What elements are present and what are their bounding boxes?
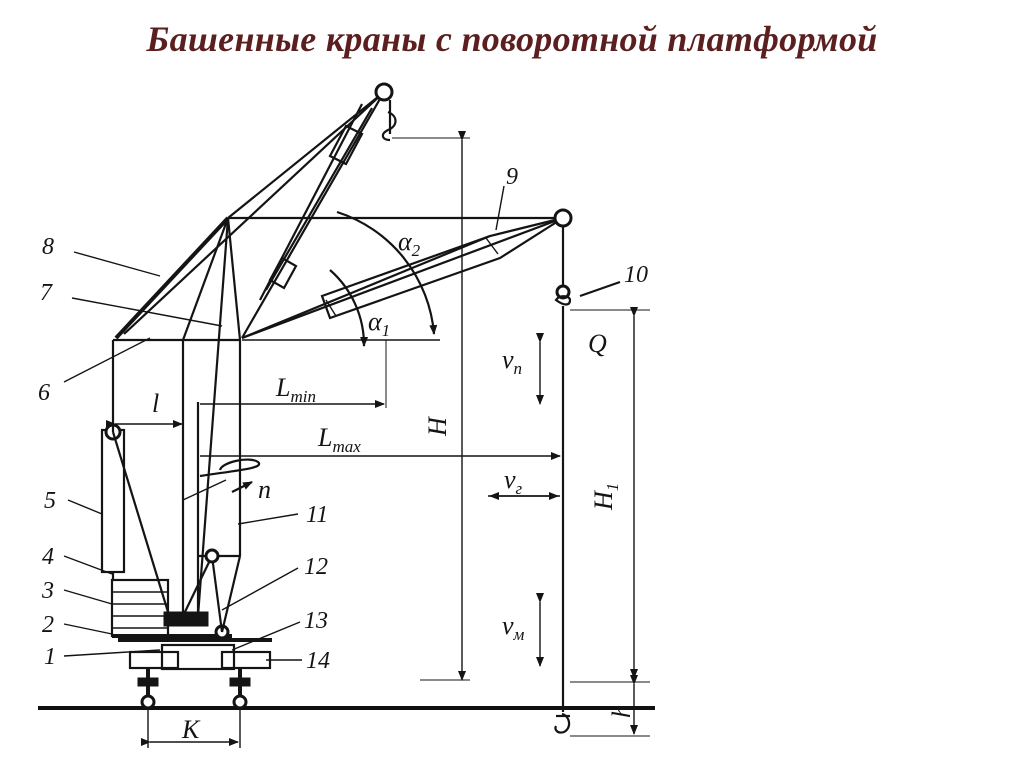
dimension-small-l: l	[106, 389, 183, 428]
part-leader-lines	[63, 185, 505, 661]
dimension-h-total: H	[420, 131, 470, 681]
part-number-14: 14	[306, 648, 330, 674]
label-h1: H1	[589, 483, 622, 511]
part-number-13: 13	[304, 608, 328, 634]
dimension-l-max: Lmax	[200, 423, 561, 460]
label-k: K	[181, 715, 201, 744]
dimension-l-min: Lmin	[200, 340, 387, 408]
part-number-6: 6	[38, 380, 50, 406]
rotation-indicator: n	[182, 458, 271, 504]
velocity-trolley: vг	[488, 465, 560, 500]
label-small-h: h	[607, 705, 636, 718]
part-number-8: 8	[42, 234, 54, 260]
label-v-p: vп	[502, 345, 522, 378]
angle-arcs: α2 α1	[242, 210, 440, 347]
jib-raised-position	[241, 82, 394, 339]
part-number-4: 4	[42, 544, 54, 570]
label-v-g: vг	[504, 465, 523, 498]
part-number-11: 11	[306, 502, 328, 528]
part-number-7: 7	[40, 280, 53, 306]
label-q: Q	[588, 329, 607, 358]
part-number-1: 1	[44, 644, 56, 670]
label-l-min: Lmin	[275, 373, 316, 406]
dimension-small-h: h	[607, 675, 638, 735]
hook-upper	[381, 100, 470, 142]
part-number-10: 10	[624, 262, 648, 288]
part-number-5: 5	[44, 488, 56, 514]
label-n: n	[258, 475, 271, 504]
label-v-m: vм	[502, 611, 525, 644]
part-numbers: 1 2 3 4 5 6 7 8 9 10 11 12 13 14	[38, 164, 648, 674]
part-number-9: 9	[506, 164, 518, 190]
part-number-2: 2	[42, 612, 54, 638]
rotating-platform	[110, 578, 232, 640]
part-number-3: 3	[41, 578, 54, 604]
velocity-travel: vм	[502, 593, 544, 667]
hook-load	[554, 226, 650, 737]
label-l-max: Lmax	[317, 423, 361, 456]
tower-mast	[111, 217, 242, 633]
jib-lowered-position	[228, 208, 573, 340]
dimension-h1: H1	[589, 307, 638, 679]
dimension-k: K	[141, 708, 241, 748]
label-small-l: l	[152, 389, 159, 418]
label-alpha1: α1	[368, 307, 390, 340]
slide-title: Башенные краны с поворотной платформой	[146, 19, 878, 59]
undercarriage-bogies	[118, 638, 272, 710]
label-alpha2: α2	[398, 227, 421, 260]
label-h: H	[423, 416, 452, 437]
part-number-12: 12	[304, 554, 328, 580]
velocity-lift: vп	[502, 333, 544, 405]
counterweight-cylinder	[100, 423, 126, 580]
